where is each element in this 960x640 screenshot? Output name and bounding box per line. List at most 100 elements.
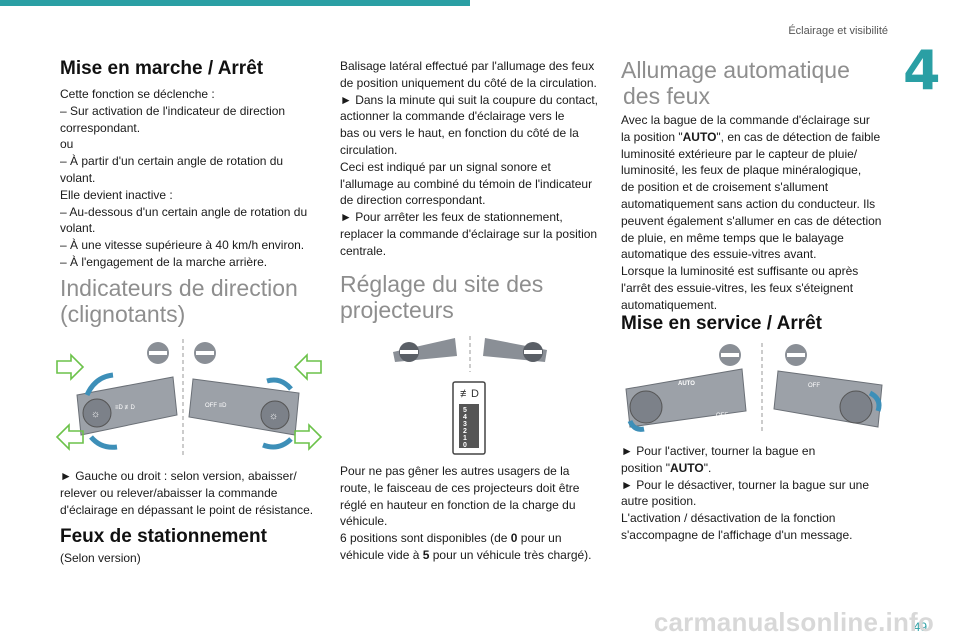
svg-text:OFF ≡D: OFF ≡D bbox=[205, 403, 227, 409]
stalk-label: OFF bbox=[808, 383, 820, 389]
feux-note: (Selon version) bbox=[60, 551, 141, 565]
heading-indicateurs: Indicateurs de direction (clignotants) bbox=[60, 275, 298, 328]
text-line: Lorsque la luminosité est suffisante ou … bbox=[621, 264, 859, 279]
mise-en-service-text: ► Pour l'activer, tourner la bague en po… bbox=[621, 443, 891, 544]
text-line: Avec la bague de la commande d'éclairage… bbox=[621, 113, 870, 127]
text-line: réglé en hauteur en fonction de la charg… bbox=[340, 497, 576, 512]
text-line: véhicule. bbox=[340, 514, 388, 529]
balisage-text: Balisage latéral effectué par l'allumage… bbox=[340, 58, 610, 260]
heading-feux-stationnement: Feux de stationnement bbox=[60, 526, 267, 547]
text-line: luminosité, les feux de plaque minéralog… bbox=[621, 163, 862, 178]
text-line: Pour ne pas gêner les autres usagers de … bbox=[340, 464, 570, 478]
text-line: centrale. bbox=[340, 243, 387, 258]
right-stalk-icon: ☼ OFF ≡D bbox=[188, 378, 300, 436]
text-line: correspondant. bbox=[60, 120, 141, 135]
text-line: bas ou vers le haut, en fonction du côté… bbox=[340, 126, 579, 141]
dial-digit: 4 bbox=[463, 414, 467, 421]
text-line: position "AUTO". bbox=[621, 460, 712, 475]
heading-line: Réglage du site des bbox=[340, 271, 544, 297]
direction-arrow-icon bbox=[55, 353, 323, 451]
turn-signal-stalk-illustration: ☼ ≡D ≢D ☼ OFF ≡D bbox=[55, 339, 323, 457]
text-line: Cette fonction se déclenche : bbox=[60, 87, 215, 101]
svg-text:☼: ☼ bbox=[269, 411, 278, 422]
watermark: carmanualsonline.info bbox=[653, 607, 934, 637]
heading-mise-en-service: Mise en service / Arrêt bbox=[621, 313, 823, 334]
heading-allumage: Allumage automatique des feux bbox=[621, 57, 850, 110]
text-line: ou bbox=[60, 137, 74, 152]
text-line: – À une vitesse supérieure à 40 km/h env… bbox=[60, 238, 305, 253]
allumage-text: Avec la bague de la commande d'éclairage… bbox=[621, 112, 891, 314]
text-line: Balisage latéral effectué par l'allumage… bbox=[340, 59, 595, 73]
heading-mise-en-marche: Mise en marche / Arrêt bbox=[60, 58, 264, 79]
rotation-arrow-icon bbox=[627, 390, 882, 432]
dial-digit: 3 bbox=[463, 421, 467, 428]
text-line: véhicule vide à 5 pour un véhicule très … bbox=[340, 547, 592, 562]
section-header: Éclairage et visibilité bbox=[788, 25, 888, 37]
mise-en-marche-text: Cette fonction se déclenche : – Sur acti… bbox=[60, 86, 320, 271]
steering-wheel-icon bbox=[719, 344, 807, 366]
text-line: automatiquement sans action du conducteu… bbox=[621, 196, 876, 211]
text-line: – À l'engagement de la marche arrière. bbox=[60, 254, 268, 269]
heading-line: projecteurs bbox=[340, 296, 454, 323]
headlamp-adjust-illustration: ≢D 5 4 3 2 1 0 bbox=[393, 336, 547, 455]
dial-digit: 1 bbox=[463, 435, 467, 442]
text-line: – À partir d'un certain angle de rotatio… bbox=[60, 154, 284, 169]
text-line: d'éclairage en dépassant le point de rés… bbox=[60, 502, 314, 517]
rotation-arrow-icon bbox=[84, 372, 293, 450]
text-line: de position uniquement du côté de la cir… bbox=[340, 75, 597, 90]
text-line: Ceci est indiqué par un signal sonore et bbox=[340, 159, 551, 174]
stalk-label: OFF bbox=[716, 413, 728, 419]
steering-wheel-icon bbox=[147, 342, 216, 364]
text-line: volant. bbox=[60, 221, 96, 236]
text-line: automatique des essuie-vitres avant. bbox=[621, 247, 817, 262]
text-line: de position et de croisement s'allument bbox=[621, 180, 829, 195]
text-line: automatiquement. bbox=[621, 297, 718, 312]
text-line: la position "AUTO", en cas de détection … bbox=[621, 129, 881, 144]
adjust-dial-wheel bbox=[459, 404, 479, 448]
stalk-label: AUTO bbox=[812, 421, 829, 427]
reglage-text: Pour ne pas gêner les autres usagers de … bbox=[340, 463, 610, 564]
text-line: ► Gauche ou droit : selon version, abais… bbox=[60, 469, 297, 483]
left-stalk-icon: ☼ ≡D ≢D bbox=[76, 376, 178, 436]
text-line: ► Pour arrêter les feux de stationnement… bbox=[340, 210, 563, 225]
text-line: replacer la commande d'éclairage sur la … bbox=[340, 226, 598, 241]
text-line: l'allumage au combiné du témoin de l'ind… bbox=[340, 176, 593, 191]
text-line: route, le faisceau de ces projecteurs do… bbox=[340, 480, 580, 495]
text-line: volant. bbox=[60, 170, 96, 185]
text-line: relever ou relever/abaisser la commande bbox=[60, 485, 278, 500]
svg-text:☼: ☼ bbox=[91, 409, 100, 420]
text-line: peuvent également s'allumer en cas de dé… bbox=[621, 213, 882, 228]
text-line: ► Pour le désactiver, tourner la bague s… bbox=[621, 477, 870, 492]
text-line: – Sur activation de l'indicateur de dire… bbox=[60, 103, 286, 118]
text-line: ► Dans la minute qui suit la coupure du … bbox=[340, 92, 599, 107]
top-accent-bar bbox=[0, 0, 470, 6]
stalk-label: AUTO bbox=[678, 381, 695, 387]
page-number: 49 bbox=[913, 620, 927, 634]
indicateurs-text: ► Gauche ou droit : selon version, abais… bbox=[60, 468, 330, 518]
heading-reglage: Réglage du site des projecteurs bbox=[340, 271, 544, 324]
text-line: 6 positions sont disponibles (de 0 pour … bbox=[340, 531, 562, 546]
text-line: – Au-dessous d'un certain angle de rotat… bbox=[60, 204, 308, 219]
text-line: ► Pour l'activer, tourner la bague en bbox=[621, 444, 816, 458]
text-line: circulation. bbox=[340, 142, 398, 157]
heading-line: Indicateurs de direction bbox=[60, 275, 298, 301]
text-line: luminosité extérieure par le capteur de … bbox=[621, 146, 858, 161]
heading-line: des feux bbox=[623, 82, 710, 109]
heading-line: (clignotants) bbox=[60, 300, 186, 327]
text-line: l'arrêt des essuie-vitres, les feux s'ét… bbox=[621, 280, 854, 295]
dial-digit: 0 bbox=[463, 442, 467, 449]
left-stalk-icon: AUTO OFF bbox=[625, 368, 747, 428]
heading-line: Allumage automatique bbox=[621, 57, 850, 83]
text-line: L'activation / désactivation de la fonct… bbox=[621, 511, 836, 526]
chapter-number: 4 bbox=[903, 39, 941, 102]
text-line: de direction correspondant. bbox=[340, 193, 486, 208]
auto-light-stalk-illustration: AUTO OFF AUTO OFF bbox=[625, 343, 883, 433]
right-stalk-icon: AUTO OFF bbox=[773, 370, 883, 428]
steering-wheel-icon bbox=[393, 338, 547, 362]
headlamp-icon: ≢D bbox=[460, 388, 479, 400]
dial-digit: 2 bbox=[463, 428, 467, 435]
text-line: de pluie, en même temps que le balayage bbox=[621, 230, 844, 245]
text-line: actionner la commande d'éclairage vers l… bbox=[340, 109, 565, 124]
dial-digit: 5 bbox=[463, 407, 467, 414]
text-line: s'accompagne de l'affichage d'un message… bbox=[621, 527, 853, 542]
